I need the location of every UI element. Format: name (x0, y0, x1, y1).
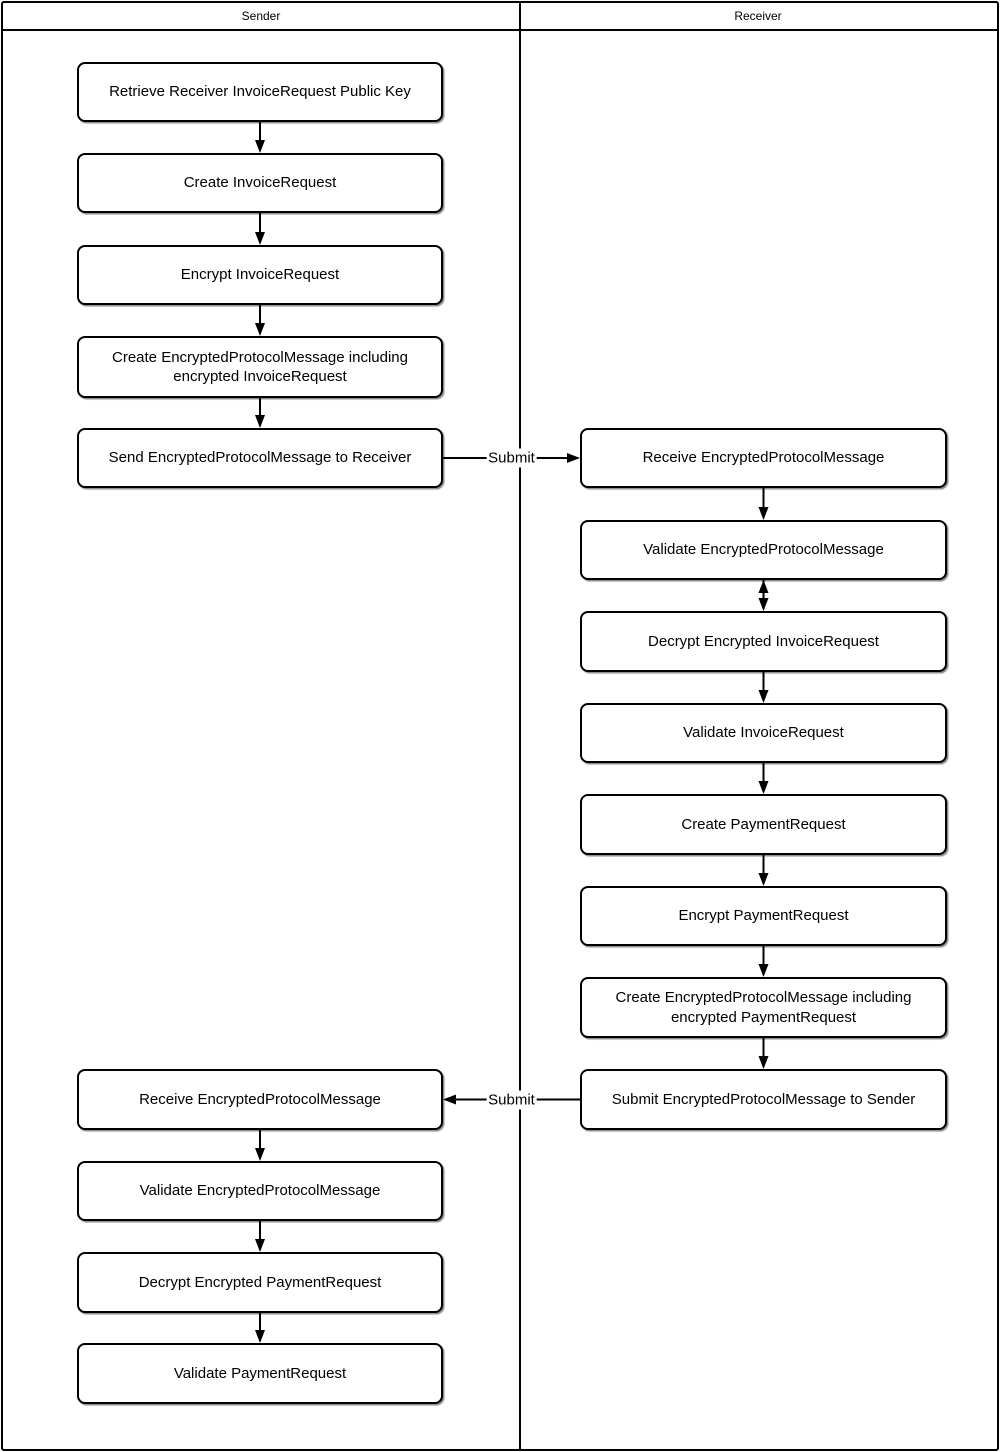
node-create-encryptedprotocolmessage-including-encrypted-invoicerequest: Create EncryptedProtocolMessage includin… (77, 336, 443, 398)
arrowhead-down-icon (758, 507, 769, 520)
arrowhead-down-icon (255, 1148, 265, 1161)
arrowhead-down-icon (758, 781, 769, 794)
arrowhead-down-icon (255, 323, 265, 336)
node-create-paymentrequest: Create PaymentRequest (580, 794, 947, 855)
lane-header-receiver-label: Receiver (734, 9, 782, 23)
arrowhead-down-icon (255, 140, 265, 153)
node-submit-encryptedprotocolmessage-to-sender: Submit EncryptedProtocolMessage to Sende… (580, 1069, 947, 1130)
node-sender-validate-encryptedprotocolmessage: Validate EncryptedProtocolMessage (77, 1161, 443, 1221)
arrowhead-down-icon (758, 964, 769, 977)
node-create-invoicerequest: Create InvoiceRequest (77, 153, 443, 213)
arrowhead-down-icon (255, 232, 265, 245)
arrowhead-down-icon (255, 415, 265, 428)
lane-header-rule (3, 29, 997, 31)
node-decrypt-encrypted-paymentrequest: Decrypt Encrypted PaymentRequest (77, 1252, 443, 1313)
arrowhead-down-icon (255, 1239, 265, 1252)
node-sender-receive-encryptedprotocolmessage: Receive EncryptedProtocolMessage (77, 1069, 443, 1130)
edge-label-submit-to-sender: Submit (486, 1090, 537, 1109)
node-send-encryptedprotocolmessage-to-receiver: Send EncryptedProtocolMessage to Receive… (77, 428, 443, 488)
node-encrypt-invoicerequest: Encrypt InvoiceRequest (77, 245, 443, 305)
arrowhead-down-icon (255, 1330, 265, 1343)
node-receiver-receive-encryptedprotocolmessage: Receive EncryptedProtocolMessage (580, 428, 947, 488)
arrowhead-down-icon (758, 873, 769, 886)
node-encrypt-paymentrequest: Encrypt PaymentRequest (580, 886, 947, 946)
arrowhead-left-icon (443, 1094, 456, 1105)
arrowhead-right-icon (567, 453, 580, 463)
arrowhead-down-icon (758, 598, 769, 611)
node-create-encryptedprotocolmessage-including-encrypted-paymentrequest: Create EncryptedProtocolMessage includin… (580, 977, 947, 1038)
lane-header-sender-label: Sender (241, 9, 281, 23)
node-retrieve-receiver-invoicerequest-public-key: Retrieve Receiver InvoiceRequest Public … (77, 62, 443, 122)
lane-header-receiver: Receiver (521, 3, 995, 29)
node-receiver-validate-encryptedprotocolmessage: Validate EncryptedProtocolMessage (580, 520, 947, 580)
node-decrypt-encrypted-invoicerequest: Decrypt Encrypted InvoiceRequest (580, 611, 947, 672)
lane-header-sender: Sender (3, 3, 519, 29)
arrowhead-down-icon (758, 690, 769, 703)
edge-label-submit-to-receiver: Submit (486, 448, 537, 468)
lane-divider (519, 3, 521, 1449)
arrowhead-down-icon (758, 1056, 769, 1069)
node-validate-invoicerequest: Validate InvoiceRequest (580, 703, 947, 763)
node-validate-paymentrequest: Validate PaymentRequest (77, 1343, 443, 1404)
arrowhead-up-icon (758, 580, 769, 593)
